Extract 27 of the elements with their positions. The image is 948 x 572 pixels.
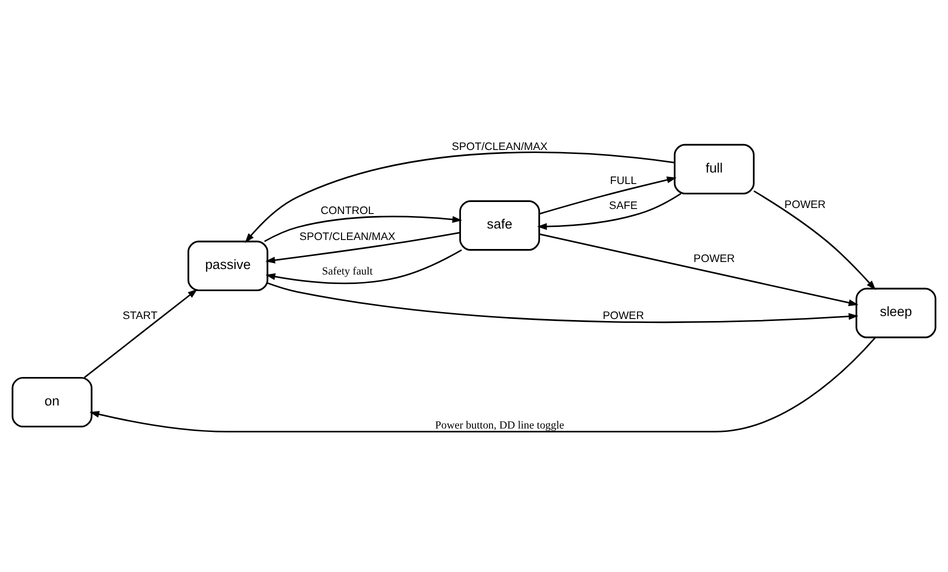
edge-label: SPOT/CLEAN/MAX	[452, 140, 548, 153]
arrow	[244, 151, 675, 242]
edge-label: Power button, DD line toggle	[435, 419, 564, 432]
edge-label: FULL	[610, 174, 637, 186]
arrow	[539, 176, 677, 214]
node-box: safe	[459, 200, 540, 250]
edge-label: POWER	[694, 252, 735, 265]
arrow	[84, 288, 198, 378]
arrow	[265, 231, 460, 264]
arrow	[753, 190, 876, 290]
edge-label: START	[122, 310, 158, 322]
edge-label: POWER	[602, 310, 644, 322]
edge-label: SPOT/CLEAN/MAX	[299, 230, 396, 243]
edge-label: Safety fault	[322, 265, 373, 278]
node-box: sleep	[856, 287, 936, 338]
arrow	[267, 282, 858, 323]
node-box: on	[12, 376, 92, 427]
arrow	[264, 215, 462, 242]
edge-label: POWER	[784, 198, 826, 211]
arrow	[537, 192, 682, 230]
edge-label: SAFE	[609, 200, 638, 212]
arrow	[539, 232, 858, 306]
arrow	[89, 336, 876, 432]
node-box: passive	[188, 240, 268, 291]
arrow	[265, 248, 462, 284]
edge-label: CONTROL	[320, 204, 374, 217]
node-box: full	[674, 143, 755, 194]
